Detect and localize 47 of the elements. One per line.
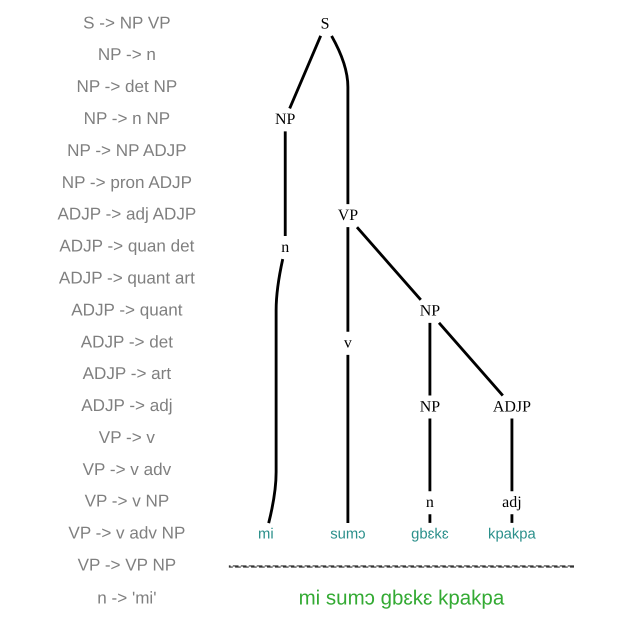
- label: ADJP -> quant art: [58, 268, 194, 288]
- label: ADJP -> adj ADJP: [57, 204, 196, 224]
- label: NP -> det NP: [76, 77, 177, 96]
- node-text: ADJP: [492, 398, 530, 416]
- connector: [355, 226, 422, 301]
- node-text: sumɔ: [330, 526, 366, 543]
- label: NP -> n NP: [83, 108, 170, 128]
- label: ADJP -> det: [80, 332, 173, 352]
- node-text: NP: [419, 398, 440, 416]
- label: VP -> v: [98, 428, 154, 447]
- node-text: NP: [274, 111, 295, 128]
- label: mi sumɔ gbɛkɛ kpakpa: [298, 586, 504, 610]
- node-text: S: [320, 16, 330, 33]
- node-text: gbɛkɛ: [410, 526, 448, 543]
- label: NP -> pron ADJP: [61, 172, 192, 192]
- connector: [266, 258, 284, 524]
- label: ADJP -> quant: [70, 300, 182, 320]
- node-text: v: [343, 334, 352, 352]
- connector: [510, 418, 513, 492]
- connector: [346, 354, 349, 524]
- label: VP -> v NP: [84, 492, 169, 511]
- connector: [437, 322, 504, 396]
- label: VP -> v adv: [82, 460, 171, 479]
- node-text: n: [425, 494, 434, 511]
- connector: [428, 514, 431, 523]
- connector: [288, 35, 322, 109]
- label: ADJP -> art: [82, 364, 171, 384]
- label: NP -> NP ADJP: [66, 140, 186, 160]
- label: ADJP -> adj: [80, 396, 172, 416]
- node-text: n: [280, 238, 289, 256]
- label: VP -> VP NP: [77, 556, 176, 575]
- connector: [510, 514, 513, 523]
- node-text: VP: [337, 206, 358, 224]
- node-text: NP: [419, 302, 440, 320]
- connector: [346, 227, 349, 332]
- node-text: adj: [502, 494, 522, 511]
- label: n -> 'mi': [96, 588, 156, 608]
- connector: [428, 322, 431, 396]
- label: NP -> n: [97, 45, 156, 64]
- connector: [330, 35, 349, 204]
- connector: [283, 131, 286, 236]
- label: ADJP -> quan det: [58, 236, 194, 256]
- label: S -> NP VP: [82, 13, 170, 32]
- connector: [428, 418, 431, 492]
- node-text: kpakpa: [488, 526, 536, 543]
- node-text: mi: [258, 526, 274, 543]
- label: VP -> v adv NP: [68, 524, 185, 543]
